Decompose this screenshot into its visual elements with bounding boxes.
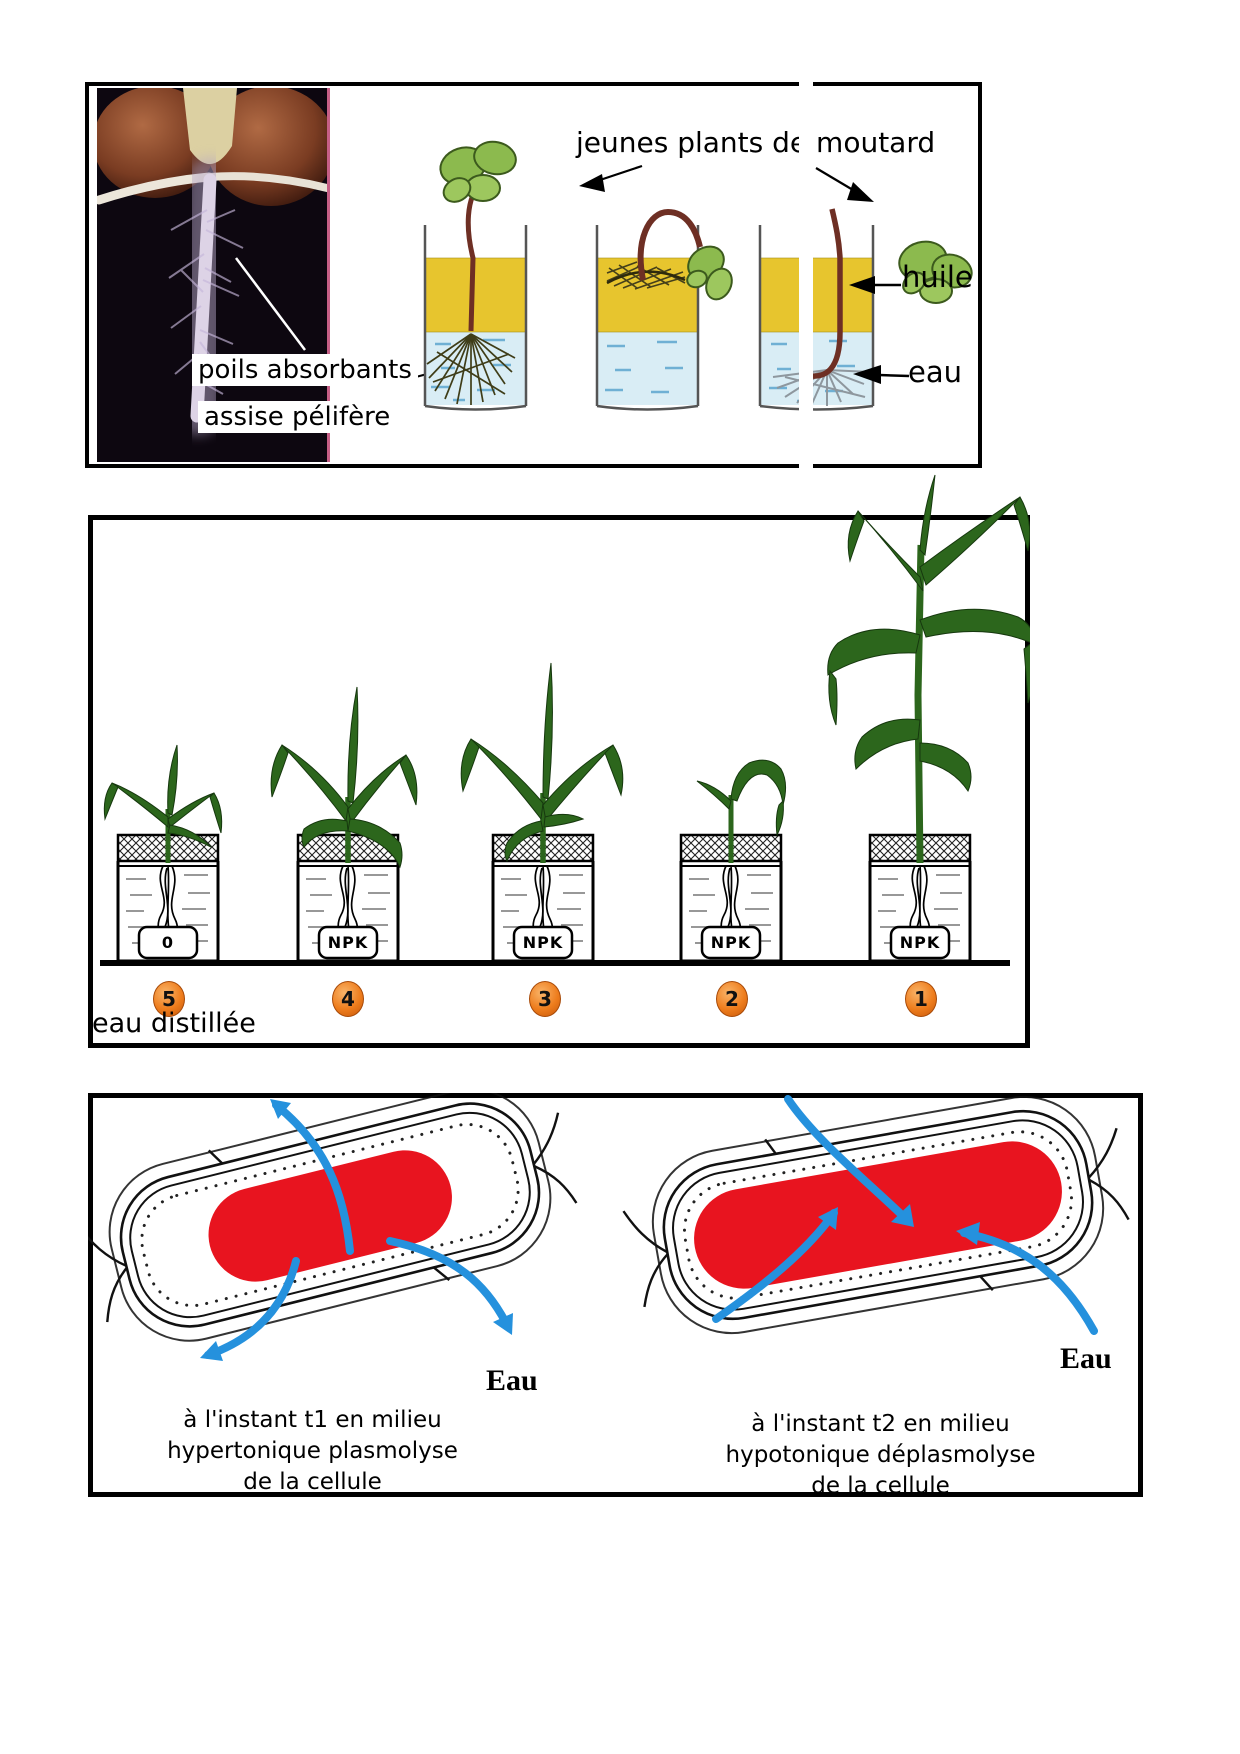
caption-line: hypotonique déplasmolyse	[725, 1442, 1036, 1468]
water-out-arrows	[204, 1101, 510, 1359]
position-badge-2: 2	[716, 981, 748, 1017]
caption-line: de la cellule	[811, 1473, 950, 1499]
flask-3-label: NPK	[522, 933, 564, 952]
water-in-arrowheads	[818, 1204, 980, 1245]
plant-4	[270, 686, 418, 869]
eau-label: eau	[908, 355, 962, 389]
full-vacuole	[694, 1141, 1062, 1289]
figure2-panel	[88, 515, 1030, 1048]
plant-3	[460, 662, 624, 863]
cytoplasm-dots	[682, 1130, 1074, 1300]
shrunken-vacuole	[208, 1150, 452, 1282]
eau-label-right-cell: Eau	[1060, 1342, 1112, 1375]
poils-absorbants-label: poils absorbants	[192, 354, 418, 386]
flask-4-label: NPK	[327, 933, 369, 952]
water-in-arrows	[712, 1095, 1098, 1335]
drooping-leaves	[686, 245, 733, 301]
eau-label-left-cell: Eau	[486, 1364, 538, 1397]
plant-1	[827, 474, 1030, 864]
figure3-graphics	[88, 1093, 1130, 1361]
title-arrow-left-icon	[579, 164, 643, 192]
left-cell-caption: à l'instant t1 en milieu hypertonique pl…	[155, 1405, 470, 1498]
position-badge-4: 4	[332, 981, 364, 1017]
cytoplasm-dots	[140, 1122, 520, 1308]
leaves	[439, 140, 517, 203]
caption-line: à l'instant t1 en milieu	[183, 1407, 442, 1433]
caption-line: de la cellule	[243, 1469, 382, 1495]
root-hairs-photo	[97, 88, 330, 462]
roots-in-water	[426, 333, 516, 405]
title-arrow-right-icon	[815, 167, 874, 202]
figure3-panel	[88, 1093, 1143, 1497]
mustard-jar-left	[423, 140, 528, 411]
plasmolysed-cell	[88, 1093, 578, 1342]
caption-line: hypertonique plasmolyse	[167, 1438, 458, 1464]
flask-5-label: 0	[161, 933, 175, 952]
eau-arrow-icon	[853, 365, 910, 384]
flask-1-label: NPK	[899, 933, 941, 952]
caption-line: à l'instant t2 en milieu	[751, 1411, 1010, 1437]
huile-arrow-icon	[849, 276, 901, 294]
huile-label: huile	[902, 260, 973, 294]
position-badge-3: 3	[529, 981, 561, 1017]
plant-5	[103, 744, 223, 863]
plant-2	[696, 759, 787, 863]
leaves	[898, 240, 973, 304]
assise-pelifere-label: assise pélifère	[198, 401, 397, 433]
scan-artifact-strip	[799, 80, 813, 472]
arched-stem	[637, 208, 703, 281]
figure1-title: jeunes plants de moutard	[576, 126, 936, 159]
position-badge-1: 1	[905, 981, 937, 1017]
position-badge-5: 5	[153, 981, 185, 1017]
eau-distillee-caption: eau distillée	[92, 1008, 256, 1039]
photo-pointer-line	[235, 257, 306, 351]
figure1-panel	[85, 82, 982, 468]
right-cell-caption: à l'instant t2 en milieu hypotonique dép…	[668, 1409, 1093, 1502]
figure2-graphics	[100, 474, 1030, 966]
mustard-jar-middle	[595, 208, 733, 411]
deplasmolysed-cell	[622, 1095, 1130, 1335]
flask-2-label: NPK	[710, 933, 752, 952]
water-out-arrowheads	[200, 1099, 513, 1361]
